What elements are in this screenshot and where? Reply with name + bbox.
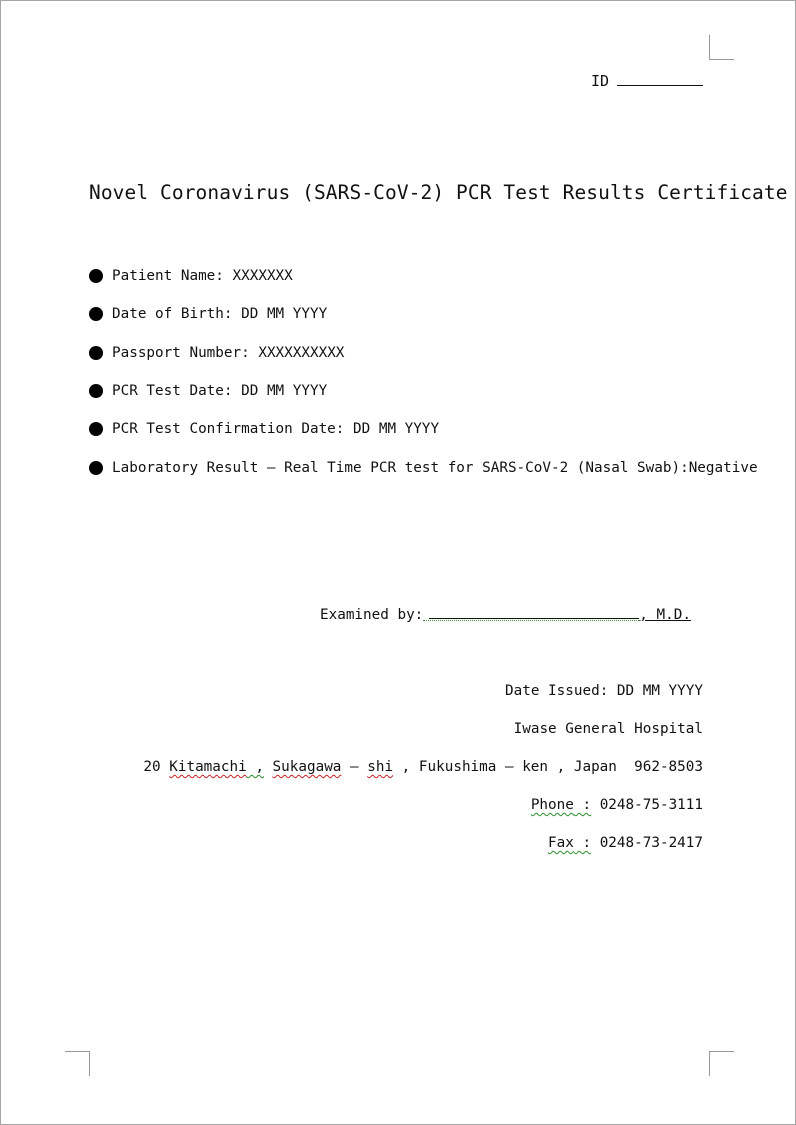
field-value: DD MM YYYY	[353, 421, 440, 438]
field-label: Laboratory Result – Real Time PCR test f…	[112, 459, 689, 476]
list-item-date-of-birth: Date of Birth: DD MM YYYY	[89, 295, 719, 333]
bullet-icon	[89, 269, 103, 284]
hospital-address: 20 Kitamachi , Sukagawa – shi , Fukushim…	[143, 759, 703, 775]
address-number: 20	[143, 759, 161, 775]
patient-details-list: Patient Name: XXXXXXX Date of Birth: DD …	[89, 257, 758, 487]
bullet-icon	[89, 345, 103, 360]
id-field: ID	[591, 71, 704, 90]
address-postal-code: 962-8503	[634, 759, 703, 775]
field-label: PCR Test Date:	[112, 383, 233, 400]
issuer-block: Date Issued: DD MM YYYY Iwase General Ho…	[143, 680, 703, 870]
field-value: Negative	[688, 459, 758, 476]
date-issued: Date Issued: DD MM YYYY	[505, 683, 703, 699]
fax-line: Fax : 0248-73-2417	[548, 835, 703, 851]
bullet-icon	[89, 384, 103, 399]
list-item-confirmation-date: PCR Test Confirmation Date: DD MM YYYY	[89, 410, 719, 448]
crop-mark-bottom-right	[709, 1051, 734, 1076]
examiner-label: Examined by:	[320, 607, 424, 623]
crop-mark-bottom-left	[65, 1051, 90, 1076]
list-item-patient-name: Patient Name: XXXXXXX	[89, 257, 719, 295]
examiner-suffix: , M.D.	[639, 607, 691, 623]
address-city-suffix: shi	[367, 759, 394, 775]
field-value: DD MM YYYY	[241, 306, 328, 323]
crop-mark-top-right	[709, 35, 734, 60]
field-label: Date of Birth:	[112, 306, 233, 323]
id-label: ID	[591, 72, 610, 90]
id-blank-line	[617, 71, 704, 86]
phone-label: Phone	[530, 797, 574, 813]
address-district: Kitamachi	[169, 759, 247, 775]
examiner-signature-line: Examined by: , M.D.	[320, 604, 691, 623]
field-value: DD MM YYYY	[241, 383, 328, 400]
list-item-passport-number: Passport Number: XXXXXXXXXX	[89, 334, 719, 372]
field-value: XXXXXXX	[232, 268, 293, 285]
address-country: Japan	[573, 759, 617, 775]
fax-number: 0248-73-2417	[599, 835, 703, 851]
bullet-icon	[89, 422, 103, 437]
address-prefecture: Fukushima	[418, 759, 497, 775]
address-city: Sukagawa	[272, 759, 342, 775]
field-value: XXXXXXXXXX	[258, 344, 345, 361]
bullet-icon	[89, 307, 103, 322]
phone-line: Phone : 0248-75-3111	[530, 797, 703, 813]
field-label: Passport Number:	[112, 344, 250, 361]
field-label: Patient Name:	[112, 268, 224, 285]
phone-number: 0248-75-3111	[599, 797, 703, 813]
list-item-laboratory-result: Laboratory Result – Real Time PCR test f…	[89, 448, 758, 486]
signature-blank	[423, 604, 640, 621]
field-label: PCR Test Confirmation Date:	[112, 421, 345, 438]
certificate-title: Novel Coronavirus (SARS-CoV-2) PCR Test …	[89, 181, 788, 204]
bullet-icon	[89, 460, 103, 475]
hospital-name: Iwase General Hospital	[513, 721, 703, 737]
list-item-pcr-test-date: PCR Test Date: DD MM YYYY	[89, 372, 719, 410]
fax-label: Fax	[548, 835, 574, 851]
address-prefecture-suffix: ken	[522, 759, 549, 775]
